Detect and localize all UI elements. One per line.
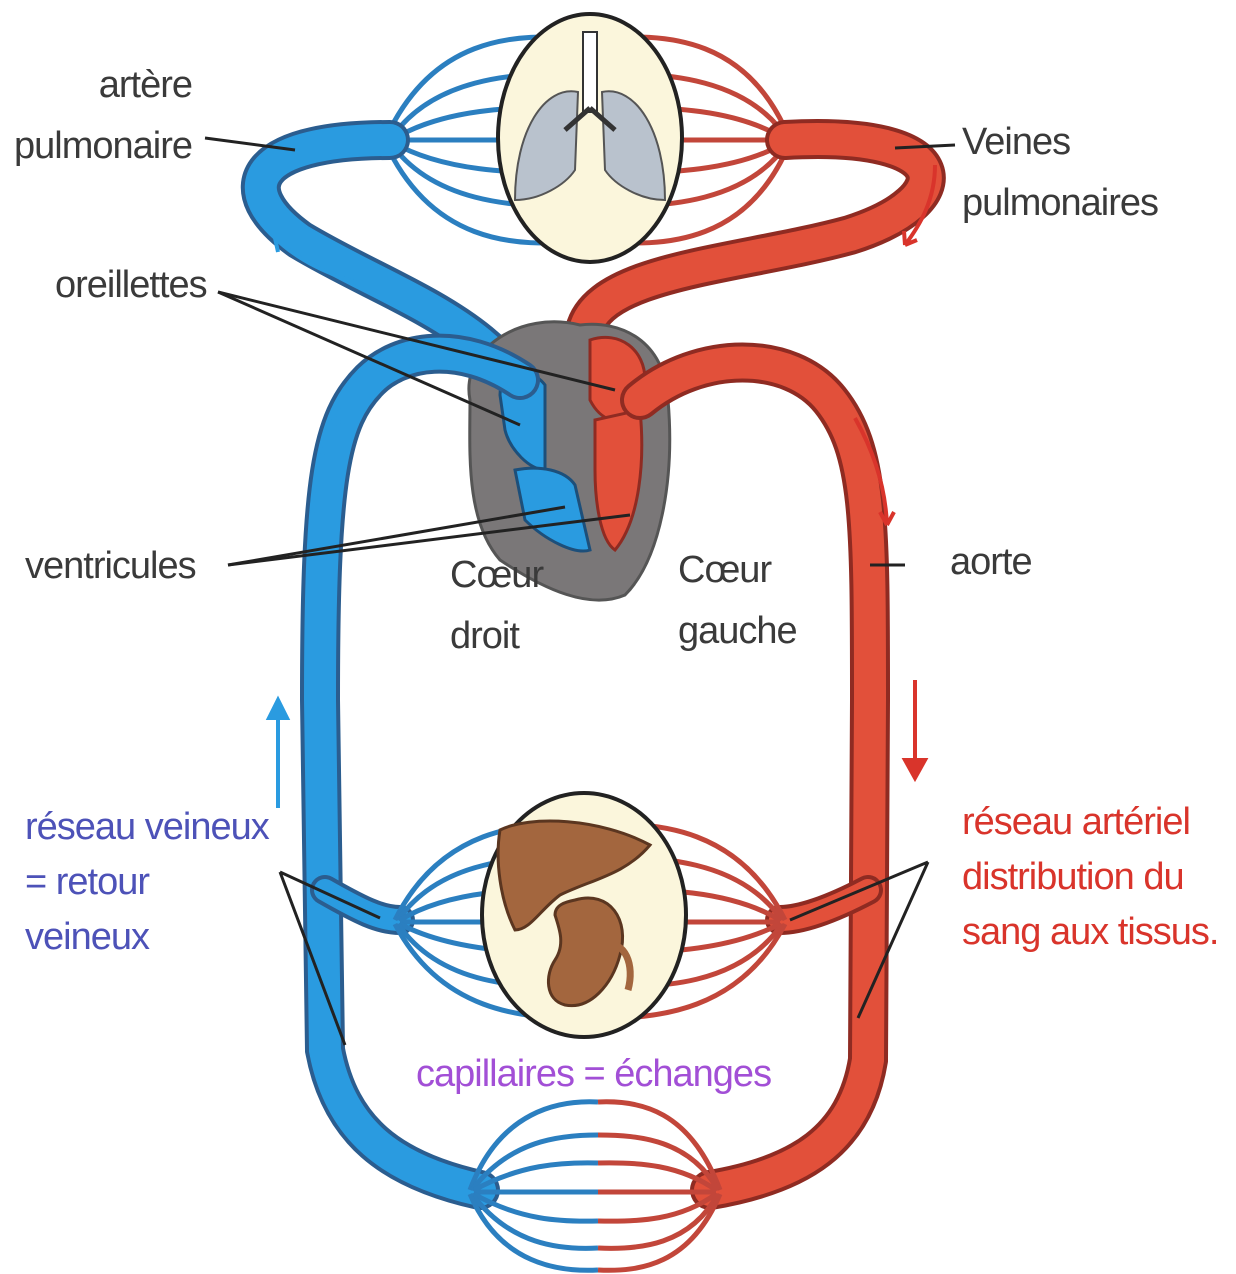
label-aorte: aorte <box>950 532 1032 593</box>
organ-bubble <box>482 793 686 1037</box>
label-artere-pulmonaire: artère pulmonaire <box>12 55 192 177</box>
label-veines-pulmonaires: Veines pulmonaires <box>962 112 1158 234</box>
label-ventricules: ventricules <box>25 536 196 597</box>
label-reseau-veineux: réseau veineux = retour veineux <box>25 800 269 965</box>
label-oreillettes: oreillettes <box>55 255 207 316</box>
label-reseau-arteriel: réseau artériel distribution du sang aux… <box>962 795 1218 960</box>
label-coeur-droit: Cœur droit <box>450 545 543 667</box>
label-coeur-gauche: Cœur gauche <box>678 540 797 662</box>
tissue-capillaries <box>470 1102 720 1271</box>
label-capillaires: capillaires = échanges <box>416 1044 771 1105</box>
lungs-icon <box>498 14 682 262</box>
